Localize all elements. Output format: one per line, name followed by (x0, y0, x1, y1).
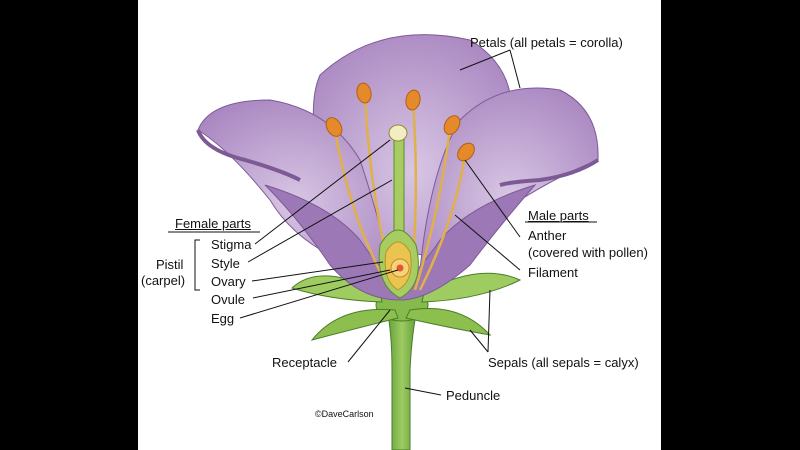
label-pistil: Pistil (156, 257, 184, 272)
credit-text: ©DaveCarlson (315, 409, 374, 419)
label-stigma: Stigma (211, 237, 252, 252)
label-ovule: Ovule (211, 292, 245, 307)
label-receptacle: Receptacle (272, 355, 338, 370)
label-ovary: Ovary (211, 274, 246, 289)
anther-5 (457, 142, 475, 162)
leader-stigma (254, 139, 391, 245)
leader-peduncle (404, 387, 442, 396)
anther-3 (405, 89, 421, 111)
sepal-left-lower (310, 308, 399, 341)
filament-4 (413, 127, 452, 291)
label-peduncle: Peduncle (446, 388, 501, 403)
peduncle-stem (385, 304, 419, 450)
label-egg: Egg (211, 311, 235, 326)
anther-1 (325, 117, 343, 137)
label-petals: Petals (all petals = corolla) (470, 35, 623, 50)
style-shape (393, 134, 405, 236)
leader-filament (454, 214, 521, 271)
label-female-parts: Female parts (175, 216, 251, 231)
stigma-shape (388, 124, 408, 142)
leader-receptacle (347, 309, 391, 363)
label-carpel: (carpel) (141, 273, 186, 288)
label-anther: Anther (528, 228, 567, 243)
petal-front (264, 184, 537, 301)
label-male-parts: Male parts (528, 208, 589, 223)
sepal-right-lower (405, 307, 492, 336)
leader-ovule (252, 269, 391, 299)
leader-sepals (487, 289, 491, 353)
egg-shape (396, 264, 404, 272)
anther-4 (443, 115, 461, 135)
leader-petals (459, 49, 511, 71)
leader-ovary (251, 261, 384, 282)
leader-style (247, 179, 393, 263)
anther-2 (356, 82, 372, 104)
leader-sepals-2 (469, 329, 489, 353)
label-filament: Filament (528, 265, 578, 280)
label-sepals: Sepals (all sepals = calyx) (488, 355, 639, 370)
leader-anther (464, 159, 521, 238)
leader-petals-2 (509, 49, 521, 89)
leader-egg (239, 269, 399, 319)
leader-pistil-bracket (194, 239, 200, 291)
sepal-right (421, 272, 522, 303)
label-style: Style (211, 256, 240, 271)
filament-5 (418, 154, 467, 291)
petal-left-rim (196, 129, 301, 182)
label-anther-note: (covered with pollen) (528, 245, 648, 260)
petal-right-rim (499, 158, 600, 187)
